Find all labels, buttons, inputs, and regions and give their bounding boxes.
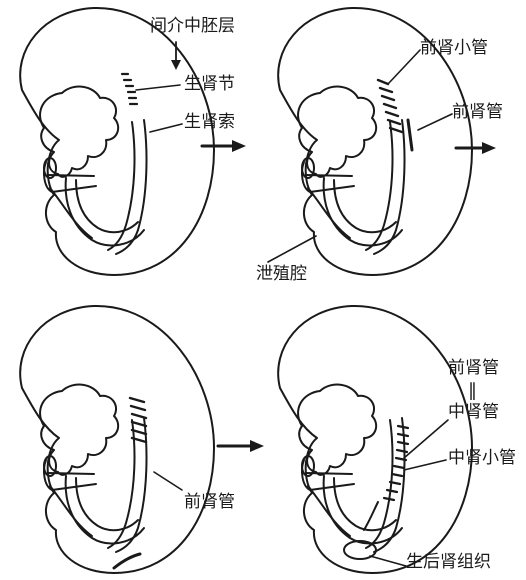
- label-intermediate-mesoderm: 间介中胚层: [150, 18, 235, 35]
- label-pronephric-duct-right: 前肾管: [448, 360, 499, 377]
- right-arrow-icon: [218, 440, 264, 452]
- embryo-panel-4: [278, 306, 472, 573]
- label-metanephrogenic-tissue: 生后肾组织: [406, 554, 491, 571]
- embryo-panel-3: [20, 306, 214, 573]
- right-arrow-icon: [202, 140, 246, 152]
- label-nephrotome: 生肾节: [184, 76, 235, 93]
- label-nephrogenic-cord: 生肾索: [184, 114, 235, 131]
- label-cloaca: 泄殖腔: [256, 266, 307, 283]
- label-mesonephric-tubule: 中肾小管: [448, 450, 516, 467]
- label-pronephric-duct-top: 前肾管: [452, 104, 503, 121]
- right-arrow-icon: [456, 142, 496, 154]
- label-mesonephric-duct: 中肾管: [448, 404, 499, 421]
- label-equal-sign: ‖: [468, 382, 477, 400]
- label-pronephric-duct-bottom: 前肾管: [184, 494, 235, 511]
- label-pronephric-tubule: 前肾小管: [420, 40, 488, 57]
- down-arrow-icon: [171, 42, 181, 70]
- embryo-panel-1: [20, 8, 214, 275]
